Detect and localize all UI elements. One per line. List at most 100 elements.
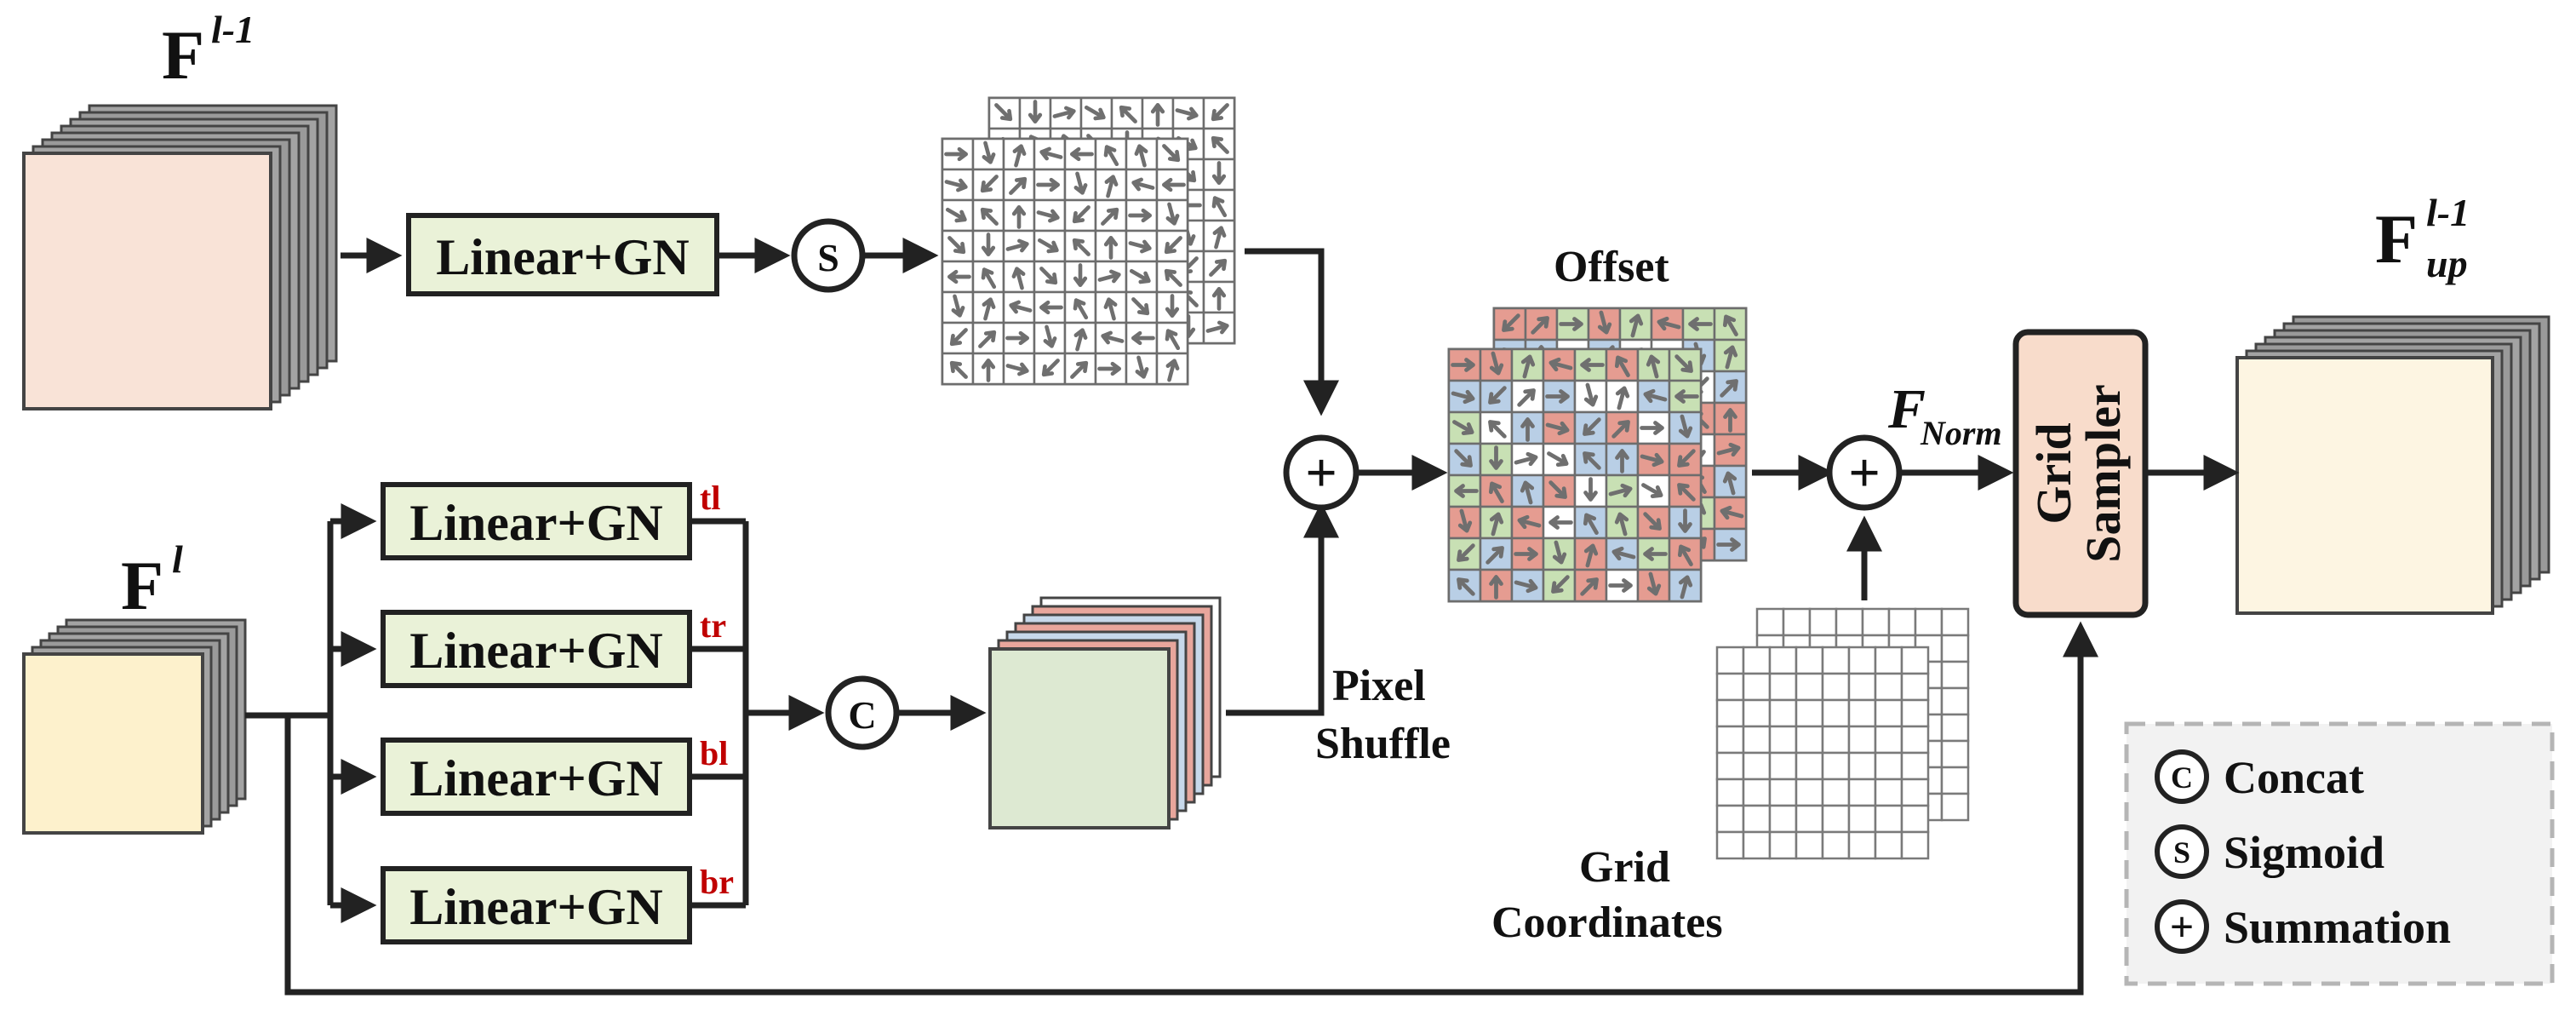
- grid-sampler-label-2: Sampler: [2075, 384, 2131, 562]
- output-feature-label: F l-1 up: [2375, 191, 2470, 285]
- legend-label: Summation: [2224, 902, 2451, 953]
- grid-cell: [1887, 607, 1917, 637]
- cur-feature-symbol: F: [121, 547, 163, 624]
- branch-tag: bl: [700, 734, 728, 772]
- grid-cell: [1795, 778, 1824, 807]
- grid-cell: [1768, 778, 1798, 807]
- grid-cell: [1063, 321, 1097, 355]
- grid-coordinates-grid: [1715, 607, 1970, 860]
- grid-coordinates-label-2: Coordinates: [1491, 898, 1723, 947]
- grid-cell: [1900, 725, 1930, 755]
- grid-cell: [1874, 830, 1903, 860]
- branch-box: [381, 482, 692, 560]
- grid-cell: [1768, 698, 1798, 728]
- arrow-skip-to-sampler: [284, 621, 2098, 996]
- linear-gn-top-block: Linear+GN: [406, 213, 719, 296]
- f-norm-label: F Norm: [1887, 378, 2002, 452]
- grid-cell: [1940, 739, 1970, 769]
- branch-label: Linear+GN: [409, 495, 663, 551]
- output-feature-subscript: up: [2426, 242, 2468, 285]
- grid-cell: [1715, 804, 1745, 834]
- branch-box: [381, 866, 692, 944]
- grid-cell: [1900, 646, 1930, 675]
- grid-cell: [1795, 672, 1824, 702]
- grid-cell: [1795, 830, 1824, 860]
- grid-cell: [1835, 607, 1864, 637]
- offset-label: Offset: [1554, 243, 1669, 291]
- legend-label: Sigmoid: [2224, 827, 2384, 878]
- grid-cell: [1768, 725, 1798, 755]
- grid-cell: [1094, 260, 1128, 294]
- pixel-shuffle-stack: [988, 596, 1222, 829]
- grid-cell: [1900, 804, 1930, 834]
- grid-cell: [1874, 778, 1903, 807]
- grid-cell: [1821, 751, 1851, 781]
- grid-cell: [1874, 698, 1903, 728]
- grid-cell: [1874, 804, 1903, 834]
- grid-cell: [1742, 778, 1772, 807]
- branch-tag: br: [700, 863, 734, 901]
- grid-cell: [1742, 751, 1772, 781]
- cur-feature-label: F l: [121, 537, 183, 624]
- grid-cell: [1874, 725, 1903, 755]
- grid-cell: [1782, 607, 1812, 637]
- grid-cell: [1900, 778, 1930, 807]
- grid-cell: [1768, 804, 1798, 834]
- grid-cell: [1808, 607, 1838, 637]
- output-feature-stack: [2235, 315, 2550, 615]
- arrow-grid-to-sum: [1245, 248, 1339, 416]
- grid-cell: [1847, 725, 1877, 755]
- grid-cell: [1573, 410, 1608, 445]
- f-norm-symbol: F: [1887, 378, 1926, 440]
- grid-cell: [1821, 804, 1851, 834]
- grid-cell: [1668, 537, 1703, 571]
- pixel-shuffle-label-2: Shuffle: [1315, 720, 1451, 768]
- grid-sampler-label-1: Grid: [2026, 422, 2081, 524]
- sum-operator-2: +: [1826, 434, 1903, 511]
- arrow-shuffle-to-sum: [1226, 502, 1339, 716]
- grid-cell: [1742, 672, 1772, 702]
- legend-symbol: C: [2171, 761, 2193, 795]
- legend-symbol-circle: [2155, 899, 2209, 954]
- grid-cell: [1447, 505, 1482, 540]
- prev-feature-superscript: l-1: [211, 8, 255, 51]
- grid-cell: [1847, 698, 1877, 728]
- feature-layer: [22, 152, 272, 410]
- feature-layer: [2235, 356, 2494, 615]
- grid-cell: [1715, 725, 1745, 755]
- grid-cell: [1768, 672, 1798, 702]
- feature-layer: [988, 647, 1171, 829]
- grid-cell: [1202, 127, 1236, 161]
- prev-feature-symbol: F: [162, 16, 204, 94]
- grid-cell: [1821, 830, 1851, 860]
- grid-cell: [1874, 646, 1903, 675]
- grid-cell: [1713, 307, 1748, 342]
- legend-symbol-circle: [2155, 824, 2209, 879]
- grid-cell: [1847, 751, 1877, 781]
- grid-cell: [1795, 804, 1824, 834]
- grid-cell: [1874, 672, 1903, 702]
- grid-cell: [1002, 137, 1036, 171]
- f-norm-subscript: Norm: [1920, 414, 2002, 452]
- output-feature-superscript: l-1: [2426, 191, 2470, 234]
- grid-cell: [1847, 778, 1877, 807]
- branch-tag: tl: [700, 479, 720, 517]
- branch-label: Linear+GN: [409, 879, 663, 935]
- grid-sampler-block: Grid Sampler: [2012, 329, 2149, 618]
- grid-cell: [1940, 713, 1970, 743]
- branch-block-br: Linear+GN br: [330, 863, 746, 944]
- branch-tag: tr: [700, 606, 726, 645]
- prev-feature-label: F l-1: [162, 8, 255, 94]
- grid-cell: [1795, 698, 1824, 728]
- grid-cell: [1742, 646, 1772, 675]
- grid-cell: [1768, 830, 1798, 860]
- grid-cell: [1742, 698, 1772, 728]
- grid-cell: [1847, 646, 1877, 675]
- grid-cell: [1795, 646, 1824, 675]
- grid-cell: [1914, 607, 1943, 637]
- branch-label: Linear+GN: [409, 623, 663, 679]
- grid-cell: [1900, 830, 1930, 860]
